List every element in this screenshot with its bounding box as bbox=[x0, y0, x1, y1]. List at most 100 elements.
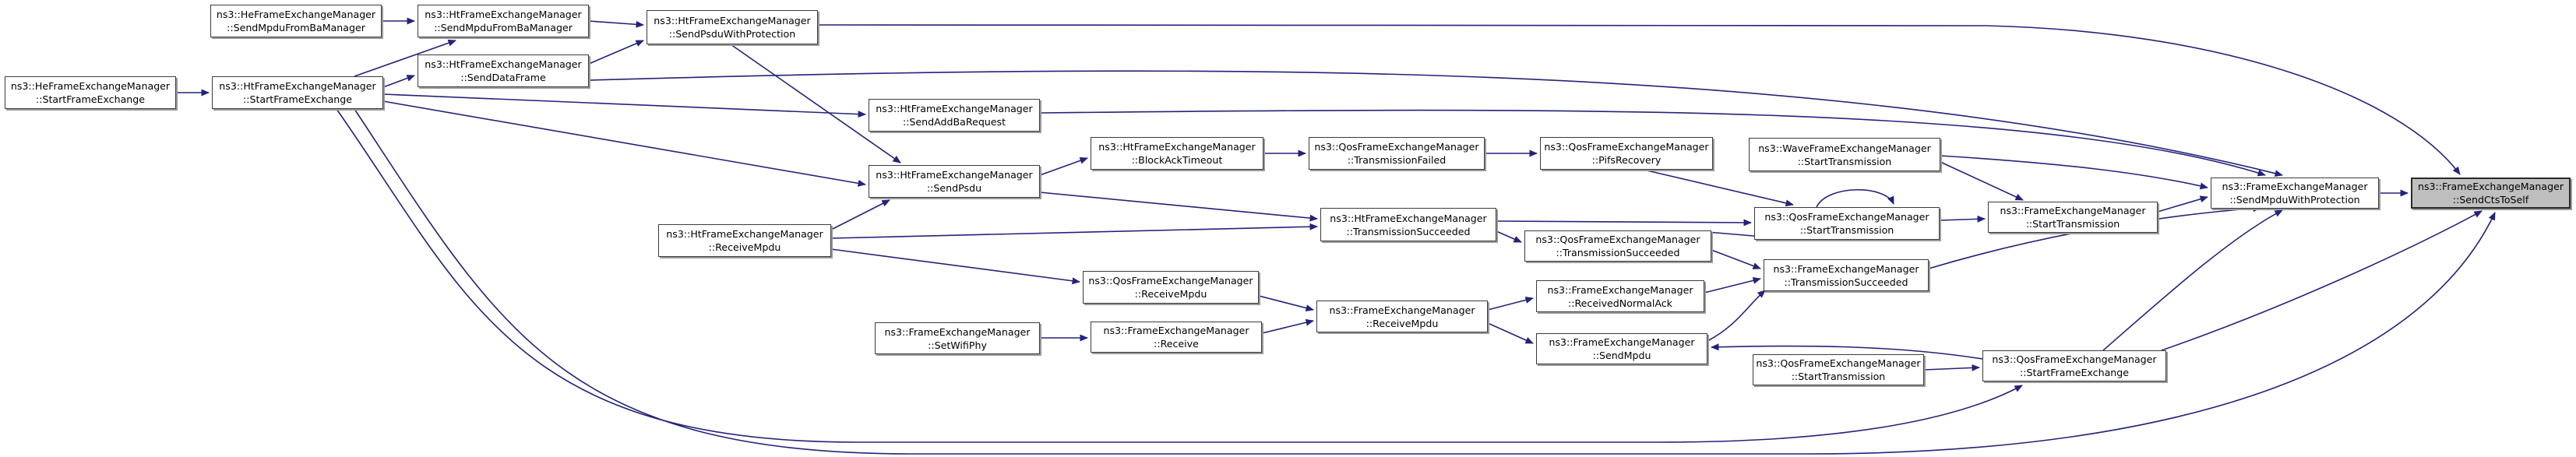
node-ht_sfe[interactable]: ns3::HtFrameExchangeManager::StartFrameE… bbox=[212, 76, 383, 109]
node-class-label: ns3::FrameExchangeManager bbox=[1773, 262, 1919, 275]
node-fem_ts[interactable]: ns3::FrameExchangeManager::TransmissionS… bbox=[1764, 259, 1929, 291]
node-class-label: ns3::QosFrameExchangeManager bbox=[1544, 141, 1709, 153]
edge-qos_sfe-to-scts bbox=[2161, 210, 2483, 351]
node-class-label: ns3::FrameExchangeManager bbox=[1329, 304, 1475, 316]
node-class-label: ns3::HtFrameExchangeManager bbox=[425, 9, 582, 20]
node-spwp[interactable]: ns3::HtFrameExchangeManager::SendPsduWit… bbox=[647, 10, 818, 44]
node-method-label: ::SendMpduFromBaManager bbox=[227, 22, 365, 33]
node-method-label: ::BlockAckTimeout bbox=[1131, 154, 1223, 166]
edge-wave_st-to-fem_st bbox=[1940, 161, 2024, 201]
node-class-label: ns3::QosFrameExchangeManager bbox=[1314, 141, 1479, 153]
node-qos_rm[interactable]: ns3::QosFrameExchangeManager::ReceiveMpd… bbox=[1083, 271, 1259, 304]
edge-psdu-to-ht_ts bbox=[1039, 192, 1318, 222]
edge-fem_rm-to-rna bbox=[1487, 297, 1534, 311]
node-class-label: ns3::FrameExchangeManager bbox=[2000, 205, 2146, 216]
node-ht_ts[interactable]: ns3::HtFrameExchangeManager::Transmissio… bbox=[1320, 208, 1496, 241]
edge-fem_rm-to-smpdu bbox=[1487, 322, 1534, 344]
edge-fem_st-to-smwp bbox=[2157, 195, 2208, 213]
node-method-label: ::Receive bbox=[1154, 338, 1199, 350]
node-method-label: ::TransmissionSucceeded bbox=[1346, 225, 1471, 237]
node-method-label: ::StartTransmission bbox=[1799, 224, 1894, 236]
node-method-label: ::StartTransmission bbox=[2025, 218, 2120, 230]
edge-ht_sfe-to-sdf bbox=[382, 75, 415, 88]
edge-ht_ts-to-qos_st bbox=[1496, 219, 1752, 227]
edge-sabr-to-smwp bbox=[1039, 109, 2266, 177]
node-recv[interactable]: ns3::FrameExchangeManager::Receive bbox=[1091, 322, 1262, 353]
node-method-label: ::SendMpduFromBaManager bbox=[434, 22, 573, 33]
node-smpdu[interactable]: ns3::FrameExchangeManager::SendMpdu bbox=[1536, 333, 1707, 364]
edge-smpdu-to-fem_ts bbox=[1707, 290, 1766, 342]
node-pifs[interactable]: ns3::QosFrameExchangeManager::PifsRecove… bbox=[1540, 137, 1713, 170]
edge-wave_st-to-smwp bbox=[1940, 155, 2208, 190]
node-wave_st[interactable]: ns3::WaveFrameExchangeManager::StartTran… bbox=[1749, 138, 1940, 171]
node-ht_rm[interactable]: ns3::HtFrameExchangeManager::ReceiveMpdu bbox=[658, 224, 831, 257]
edge-ht_rm-to-ht_ts bbox=[830, 223, 1318, 239]
node-class-label: ns3::HtFrameExchangeManager bbox=[1330, 212, 1487, 224]
node-qos_st[interactable]: ns3::QosFrameExchangeManager::StartTrans… bbox=[1754, 207, 1940, 240]
node-class-label: ns3::WaveFrameExchangeManager bbox=[1758, 142, 1931, 154]
edge-sdf-to-smwp bbox=[588, 70, 2283, 178]
node-sdf[interactable]: ns3::HtFrameExchangeManager::SendDataFra… bbox=[418, 54, 589, 87]
node-class-label: ns3::QosFrameExchangeManager bbox=[1764, 211, 1929, 223]
node-method-label: ::ReceiveMpdu bbox=[708, 241, 781, 253]
node-class-label: ns3::FrameExchangeManager bbox=[1103, 325, 1249, 336]
node-class-label: ns3::HeFrameExchangeManager bbox=[216, 9, 376, 20]
node-class-label: ns3::FrameExchangeManager bbox=[2222, 181, 2368, 192]
node-qos_sfe[interactable]: ns3::QosFrameExchangeManager::StartFrame… bbox=[1982, 350, 2166, 381]
node-bat[interactable]: ns3::HtFrameExchangeManager::BlockAckTim… bbox=[1091, 137, 1263, 170]
edge-ht_rm-to-psdu bbox=[830, 199, 890, 230]
node-he_sfe[interactable]: ns3::HeFrameExchangeManager::StartFrameE… bbox=[5, 76, 176, 109]
edge-ht_sfe-to-qos_sfe bbox=[336, 108, 2023, 443]
node-class-label: ns3::HtFrameExchangeManager bbox=[425, 58, 582, 70]
node-class-label: ns3::HtFrameExchangeManager bbox=[1098, 141, 1256, 153]
edge-ht_rm-to-qos_rm bbox=[830, 248, 1080, 285]
edge-ht_sfe-to-ht_smfb bbox=[354, 39, 456, 77]
node-method-label: ::StartFrameExchange bbox=[35, 93, 146, 105]
node-class-label: ns3::FrameExchangeManager bbox=[2417, 181, 2564, 192]
node-fem_st[interactable]: ns3::FrameExchangeManager::StartTransmis… bbox=[1988, 202, 2158, 233]
node-smwp[interactable]: ns3::FrameExchangeManager::SendMpduWithP… bbox=[2211, 178, 2379, 209]
edge-psdu-to-bat bbox=[1039, 156, 1088, 176]
node-tf[interactable]: ns3::QosFrameExchangeManager::Transmissi… bbox=[1309, 137, 1485, 170]
edge-qos_st-to-fem_st bbox=[1939, 215, 1986, 223]
edge-sdf-to-spwp bbox=[588, 40, 644, 65]
edge-pifs-to-qos_st bbox=[1643, 169, 1794, 207]
edge-ht_ts-to-qos_ts bbox=[1496, 230, 1522, 243]
node-ht_smfb[interactable]: ns3::HtFrameExchangeManager::SendMpduFro… bbox=[418, 5, 589, 37]
edge-spwp-to-psdu bbox=[730, 44, 901, 163]
node-method-label: ::StartTransmission bbox=[1797, 155, 1892, 167]
node-method-label: ::SendDataFrame bbox=[460, 72, 546, 83]
node-qos_st2[interactable]: ns3::QosFrameExchangeManager::StartTrans… bbox=[1753, 354, 1924, 385]
edge-qos_st2-to-qos_sfe bbox=[1923, 364, 1980, 371]
edge-ht_sfe-to-psdu bbox=[382, 100, 866, 187]
node-method-label: ::TransmissionSucceeded bbox=[1556, 247, 1680, 258]
node-method-label: ::ReceiveMpdu bbox=[1134, 288, 1207, 300]
node-psdu[interactable]: ns3::HtFrameExchangeManager::SendPsdu bbox=[869, 165, 1040, 198]
node-sabr[interactable]: ns3::HtFrameExchangeManager::SendAddBaRe… bbox=[869, 99, 1040, 132]
node-class-label: ns3::FrameExchangeManager bbox=[1549, 336, 1695, 348]
node-class-label: ns3::FrameExchangeManager bbox=[1547, 283, 1693, 296]
node-method-label: ::SendPsduWithProtection bbox=[668, 28, 796, 40]
node-class-label: ns3::QosFrameExchangeManager bbox=[1535, 234, 1700, 245]
edge-qos_sfe-to-smpdu bbox=[1711, 343, 1983, 360]
node-class-label: ns3::HeFrameExchangeManager bbox=[10, 80, 171, 92]
node-class-label: ns3::QosFrameExchangeManager bbox=[1992, 353, 2157, 365]
node-fem_rm[interactable]: ns3::FrameExchangeManager::ReceiveMpdu bbox=[1316, 301, 1488, 332]
node-class-label: ns3::QosFrameExchangeManager bbox=[1088, 275, 1253, 287]
edge-qos_rm-to-fem_rm bbox=[1258, 295, 1314, 311]
edge-ht_sfe-to-sabr bbox=[382, 93, 866, 118]
node-swp[interactable]: ns3::FrameExchangeManager::SetWifiPhy bbox=[875, 322, 1040, 354]
node-method-label: ::TransmissionFailed bbox=[1347, 154, 1447, 166]
node-he_smfb[interactable]: ns3::HeFrameExchangeManager::SendMpduFro… bbox=[210, 5, 382, 37]
node-class-label: ns3::QosFrameExchangeManager bbox=[1756, 357, 1921, 369]
node-method-label: ::SendMpduWithProtection bbox=[2229, 194, 2360, 206]
node-rna[interactable]: ns3::FrameExchangeManager::ReceivedNorma… bbox=[1536, 280, 1704, 312]
edge-qos_ts-to-fem_ts bbox=[1711, 249, 1761, 269]
node-class-label: ns3::HtFrameExchangeManager bbox=[219, 80, 376, 92]
node-method-label: ::SendMpdu bbox=[1592, 350, 1651, 361]
node-qos_ts[interactable]: ns3::QosFrameExchangeManager::Transmissi… bbox=[1524, 230, 1711, 262]
node-scts: ns3::FrameExchangeManager::SendCtsToSelf bbox=[2411, 178, 2571, 209]
edge-recv-to-fem_rm bbox=[1261, 318, 1314, 334]
node-class-label: ns3::HtFrameExchangeManager bbox=[876, 169, 1033, 181]
